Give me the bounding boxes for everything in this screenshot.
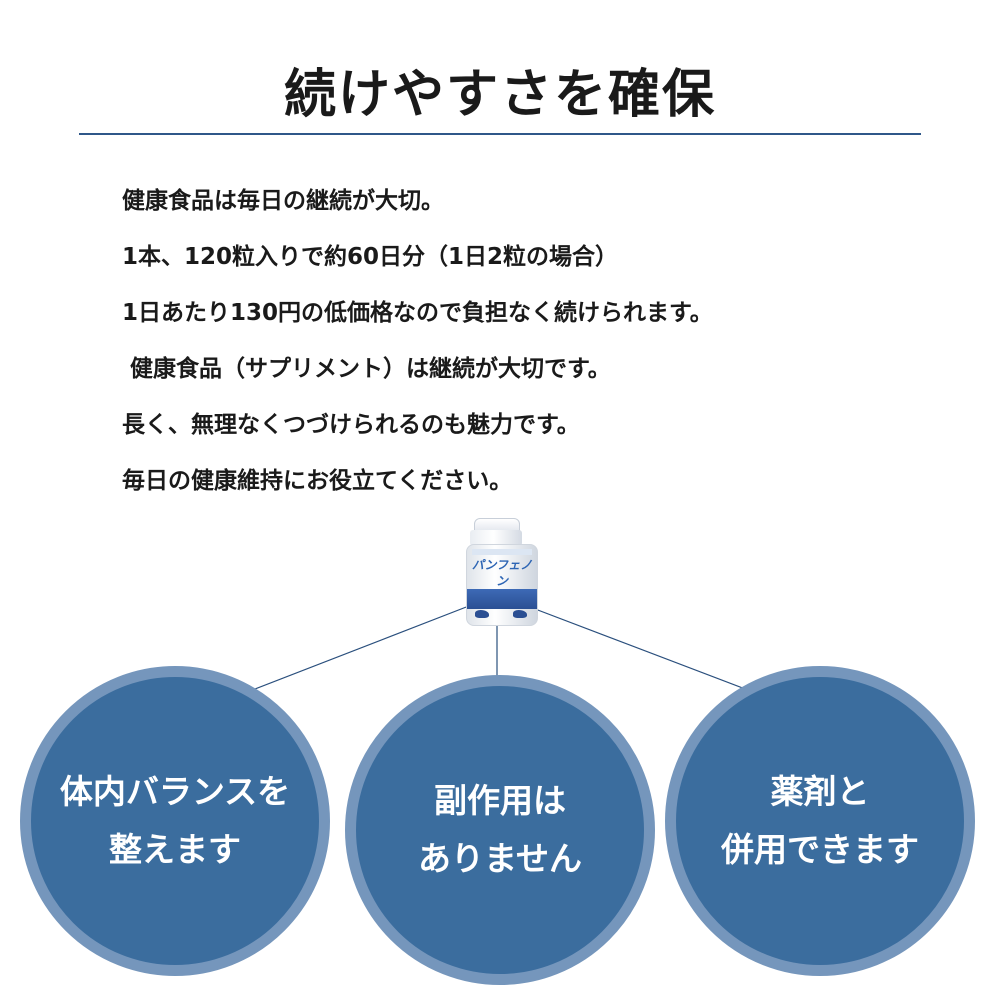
bottle-label-strip [472, 549, 532, 555]
description-line: 長く、無理なくつづけられるのも魅力です。 [122, 412, 580, 438]
bottle-label-band [467, 589, 537, 609]
description-line: 健康食品（サプリメント）は継続が大切です。 [130, 356, 611, 382]
description-list: 健康食品は毎日の継続が大切。 1本、120粒入りで約60日分（1日2粒の場合） … [122, 178, 922, 514]
connector-line-right [521, 603, 783, 704]
dog-icon [475, 610, 489, 618]
connector-line-left [218, 603, 475, 704]
feature-text-line: 併用できます [721, 830, 919, 869]
description-line: 1本、120粒入りで約60日分（1日2粒の場合） [122, 244, 619, 270]
product-bottle-image: パンフェノン [466, 516, 546, 626]
feature-text-line: ありません [417, 839, 582, 878]
bottle-neck [470, 530, 522, 546]
title-divider [79, 133, 921, 135]
feature-text-line: 体内バランスを [59, 772, 291, 811]
feature-circle-balance: 体内バランスを 整えます [20, 666, 330, 976]
feature-text-line: 薬剤と [770, 772, 870, 811]
description-line: 毎日の健康維持にお役立てください。 [122, 468, 513, 494]
page-title: 続けやすさを確保 [283, 65, 716, 125]
dog-icon [513, 610, 527, 618]
feature-text-line: 副作用は [434, 781, 566, 820]
description-line: 1日あたり130円の低価格なので負担なく続けられます。 [122, 300, 713, 326]
feature-circle-no-side-effects: 副作用は ありません [345, 675, 655, 985]
feature-text-line: 整えます [109, 830, 241, 869]
feature-circle-drug-combination: 薬剤と 併用できます [665, 666, 975, 976]
bottle-body: パンフェノン [466, 544, 538, 626]
description-line: 健康食品は毎日の継続が大切。 [122, 188, 444, 214]
product-name: パンフェノン [471, 558, 533, 588]
